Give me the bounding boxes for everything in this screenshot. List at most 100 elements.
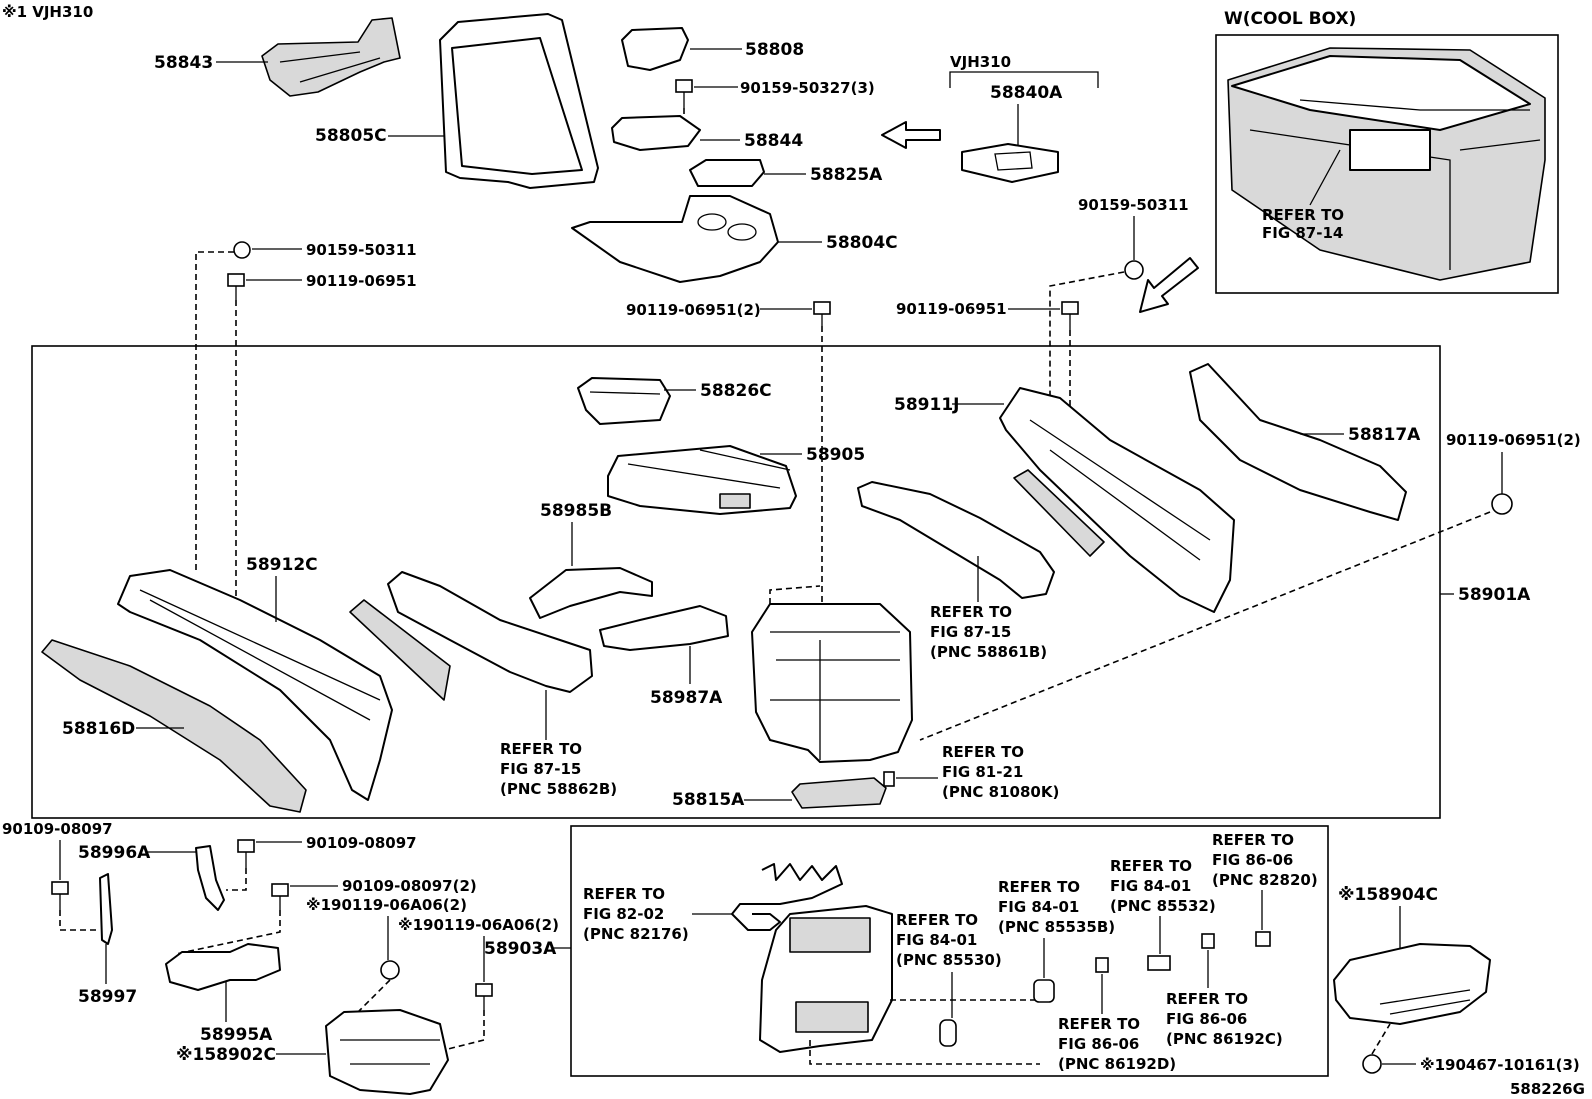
label-90109-08097-b: 90109-08097 [306,834,417,852]
ref-81-21-1: REFER TO [942,743,1024,761]
bolt-90159-50311-right [1124,260,1144,280]
label-58996A: 58996A [78,843,151,863]
ref-84-01-c-2: FIG 84-01 [1110,877,1191,895]
label-58844: 58844 [744,131,803,151]
ref-81-21-3: (PNC 81080K) [942,783,1059,801]
note-top-left: ※1 VJH310 [2,3,93,21]
cool-box-title: W(COOL BOX) [1224,9,1356,29]
label-90159-50311-right: 90159-50311 [1078,196,1189,214]
ref-84-01-a-3: (PNC 85530) [896,951,1002,969]
arrow-down-left [1139,257,1199,313]
label-58826C: 58826C [700,381,772,401]
ref-81-21-2: FIG 81-21 [942,763,1023,781]
part-58843 [261,17,401,97]
ref-84-01-a-2: FIG 84-01 [896,931,977,949]
console-box-body [751,603,913,763]
ref-84-01-c-3: (PNC 85532) [1110,897,1216,915]
switch-85532 [1147,955,1171,971]
ref-86-06-a-3: (PNC 82820) [1212,871,1318,889]
part-58995A [165,943,281,991]
ref-86-06-c-2: FIG 86-06 [1058,1035,1139,1053]
bolt-90119-06951-right-2 [1491,493,1513,515]
bolt-90159-50327 [675,79,693,108]
switch-86192C [1201,933,1215,949]
ref-86-06-b-1: REFER TO [1166,990,1248,1008]
label-158904C: ※158904C [1338,885,1438,905]
label-58808: 58808 [745,40,804,60]
clip-190467-10161 [1362,1054,1382,1074]
duct-58861B [857,481,1055,599]
label-58903A: 58903A [484,939,557,959]
cool-box-frame [1215,34,1559,294]
part-158902C [325,1009,449,1095]
bolt-90109-08097-b [237,839,255,868]
strip-center-left [349,599,451,701]
switch-82820 [1255,931,1271,947]
label-90119-06951-2-right: 90119-06951(2) [1446,431,1581,449]
label-58816D: 58816D [62,719,135,739]
label-58997: 58997 [78,987,137,1007]
label-58911J: 58911J [894,395,959,415]
switch-panel-frame [570,825,1329,1077]
label-190119-06A06-b: ※190119-06A06(2) [398,916,559,934]
label-58805C: 58805C [315,126,387,146]
label-58843: 58843 [154,53,213,73]
part-58817A [1189,363,1407,521]
ref-87-15-b-3: (PNC 58861B) [930,643,1047,661]
ref-87-15-a-3: (PNC 58862B) [500,780,617,798]
label-58815A: 58815A [672,790,745,810]
ref-87-15-a-2: FIG 87-15 [500,760,581,778]
bolt-90109-08097-2 [271,883,289,910]
vjh-bracket [949,71,1099,88]
bolt-90109-08097-a [51,881,69,910]
connector-81080K [883,771,895,787]
dash-right-a [1049,271,1125,400]
bolt-90119-06951-top [813,301,831,326]
part-58996A [195,845,225,911]
ref-cool-box-1: REFER TO [1262,206,1344,224]
label-58987A: 58987A [650,688,723,708]
part-58825A [689,159,765,187]
part-58912C [117,569,393,801]
label-90119-06951-left: 90119-06951 [306,272,417,290]
label-58985B: 58985B [540,501,612,521]
part-58815A [791,777,887,809]
ref-84-01-b-1: REFER TO [998,878,1080,896]
label-58825A: 58825A [810,165,883,185]
part-58911J [999,387,1235,613]
label-190119-06A06-a: ※190119-06A06(2) [306,896,467,914]
ref-86-06-a-2: FIG 86-06 [1212,851,1293,869]
vjh-label: VJH310 [950,53,1011,71]
label-90109-08097-a: 90109-08097 [2,820,113,838]
label-58817A: 58817A [1348,425,1421,445]
bolt-190119-06A06-a [380,960,400,980]
harness-82176 [731,863,843,931]
label-90119-06951-right: 90119-06951 [896,300,1007,318]
dash-left-a [195,251,234,570]
label-90159-50327: 90159-50327(3) [740,79,875,97]
label-90109-08097-2: 90109-08097(2) [342,877,477,895]
duct-58862B [387,571,593,693]
bolt-90119-06951-left [227,273,245,300]
ref-87-15-a-1: REFER TO [500,740,582,758]
label-58901A: 58901A [1458,585,1531,605]
ref-86-06-c-1: REFER TO [1058,1015,1140,1033]
part-58804C [571,195,779,283]
switch-85535B [1033,979,1055,1003]
arrow-left [881,121,941,149]
ref-86-06-b-3: (PNC 86192C) [1166,1030,1283,1048]
ref-84-01-b-2: FIG 84-01 [998,898,1079,916]
ref-cool-box-2: FIG 87-14 [1262,224,1343,242]
cool-box-drawing [1227,47,1546,281]
main-assembly-frame [31,345,1441,819]
bolt-90119-06951-right [1061,301,1079,330]
label-190467-10161: ※190467-10161(3) [1420,1056,1580,1074]
ref-87-15-b-1: REFER TO [930,603,1012,621]
dash-right-long [919,511,1491,741]
label-58995A: 58995A [200,1025,273,1045]
label-58905: 58905 [806,445,865,465]
label-58912C: 58912C [246,555,318,575]
part-58844 [611,115,701,151]
label-158902C: ※158902C [176,1045,276,1065]
switch-86192D [1095,957,1109,973]
